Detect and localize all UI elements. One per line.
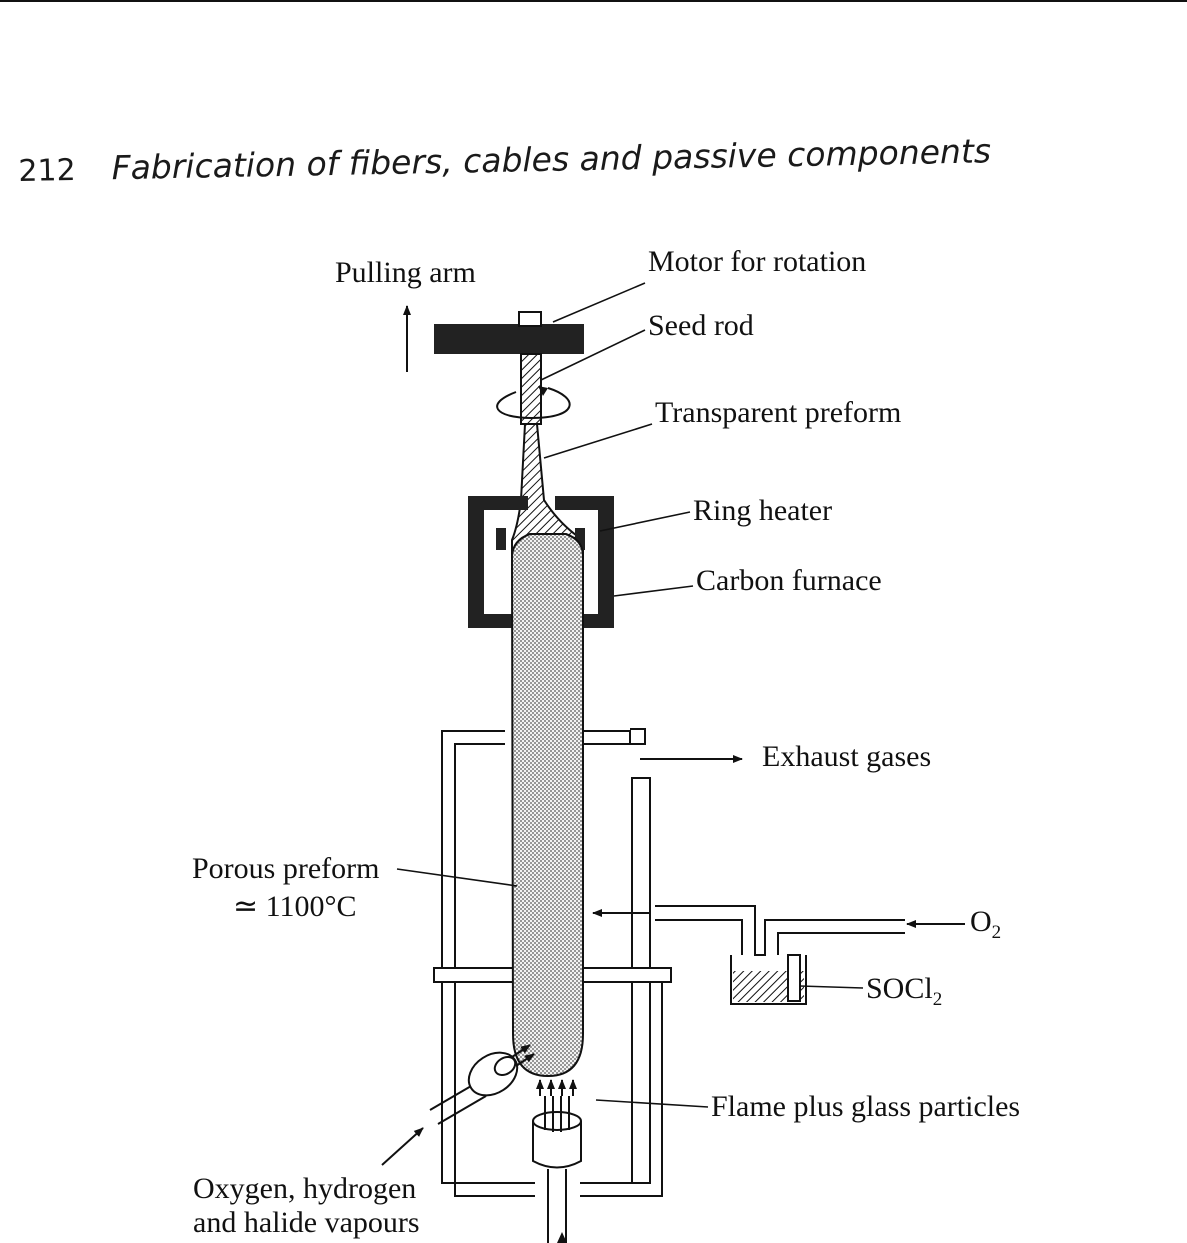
label-socl2-main: SOCl [866,972,933,1005]
rotation-arrow [496,387,571,420]
pulling-arm-bar [434,324,584,354]
top-rule [0,0,1187,2]
label-seed-rod: Seed rod [648,309,754,342]
label-socl2-sub: 2 [933,989,943,1010]
leader-carbon-furnace [613,585,694,597]
label-oxygen-line2: and halide vapours [193,1206,420,1239]
leader-flame [595,1099,709,1108]
ring-heater-left [496,528,506,550]
seed-rod [520,353,542,425]
side-burner-pipe-b [437,1095,487,1125]
leader-ring-heater [599,511,691,532]
label-o2: O2 [970,905,1001,943]
label-exhaust-gases: Exhaust gases [762,740,931,773]
gas-line-lower [655,919,905,955]
label-transparent-preform: Transparent preform [655,396,901,429]
label-temperature: ≃ 1100°C [233,890,357,923]
leader-motor [552,282,646,323]
label-o2-main: O [970,905,992,938]
label-pulling-arm: Pulling arm [335,256,476,289]
motor-block [518,311,542,327]
label-motor: Motor for rotation [648,245,866,278]
label-socl2: SOCl2 [866,972,942,1010]
ring-heater-right [575,528,585,550]
gas-feed-arrow [557,1232,567,1243]
chamber-bottom [442,982,663,1197]
leader-seed-rod [540,329,646,381]
leader-transparent-preform [543,423,653,459]
bottom-burner [532,1121,582,1169]
label-porous-preform: Porous preform [192,852,379,885]
side-burner-nozzle [493,1056,517,1076]
chamber-top-right [582,728,646,745]
socl2-dip-tube [787,954,801,1002]
bottom-burner-top [532,1111,582,1131]
leader-socl2 [799,985,864,989]
porous-preform [510,533,584,1078]
carbon-furnace [468,496,614,628]
label-flame: Flame plus glass particles [711,1090,1020,1123]
socl2-container [730,955,807,1005]
label-carbon-furnace: Carbon furnace [696,564,882,597]
leader-porous-preform [396,868,518,887]
side-flame-arrow-1 [511,1044,531,1058]
label-ring-heater: Ring heater [693,494,832,527]
label-oxygen-line1: Oxygen, hydrogen [193,1172,416,1205]
rotation-arrow-head [538,386,548,396]
side-flame-arrow-2 [515,1053,535,1067]
label-o2-sub: 2 [992,922,1002,943]
gas-line-upper [655,905,905,956]
oxygen-feed-arrow [381,1127,424,1166]
